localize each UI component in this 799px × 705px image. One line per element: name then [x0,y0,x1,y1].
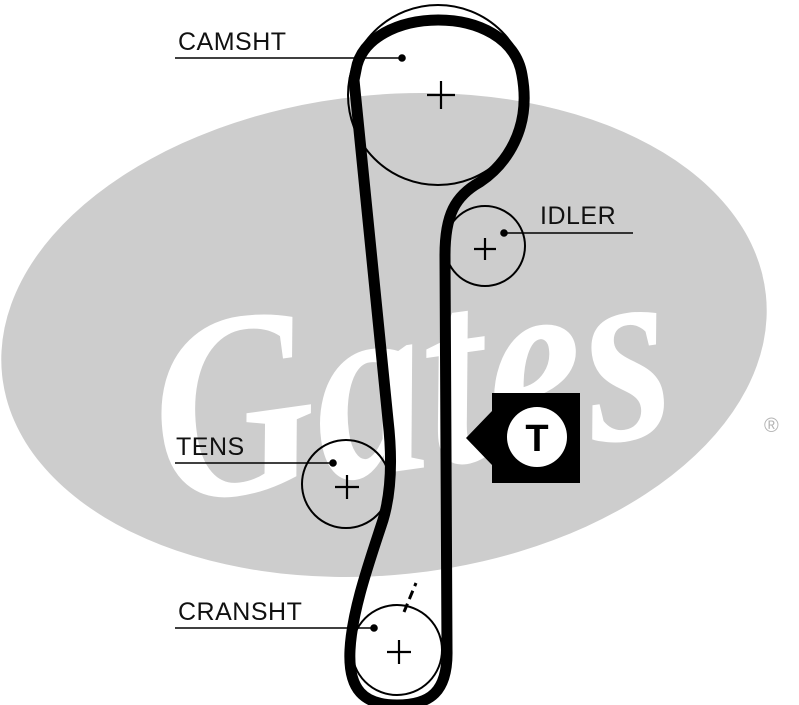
camshaft-center-mark [427,81,455,109]
logo-text: Gates [132,199,688,562]
camshaft-label: CAMSHT [178,28,287,56]
tensioner-label: TENS [176,433,245,461]
tensioner-leader [175,459,337,467]
camshaft-leader [175,54,406,62]
idler-center-mark [474,238,496,260]
crankshaft-pulley [351,604,443,696]
crankshaft-label: CRANSHT [178,598,302,626]
idler-label: IDLER [540,202,616,230]
crankshaft-leader [175,624,378,632]
idler-leader [500,229,633,237]
crankshaft-timing-mark [402,582,418,613]
timing-belt [344,14,530,705]
gates-logo-watermark: Gates ® [1,92,779,578]
crankshaft-center-mark [387,640,411,664]
logo-registered-mark: ® [764,415,779,437]
tensioner-center-mark [335,475,359,499]
leader-lines [175,54,633,632]
tensioner-badge-letter: T [525,418,548,460]
tensioner-badge: T [466,393,580,483]
tensioner-badge-circle [507,407,567,467]
center-marks [335,81,496,664]
